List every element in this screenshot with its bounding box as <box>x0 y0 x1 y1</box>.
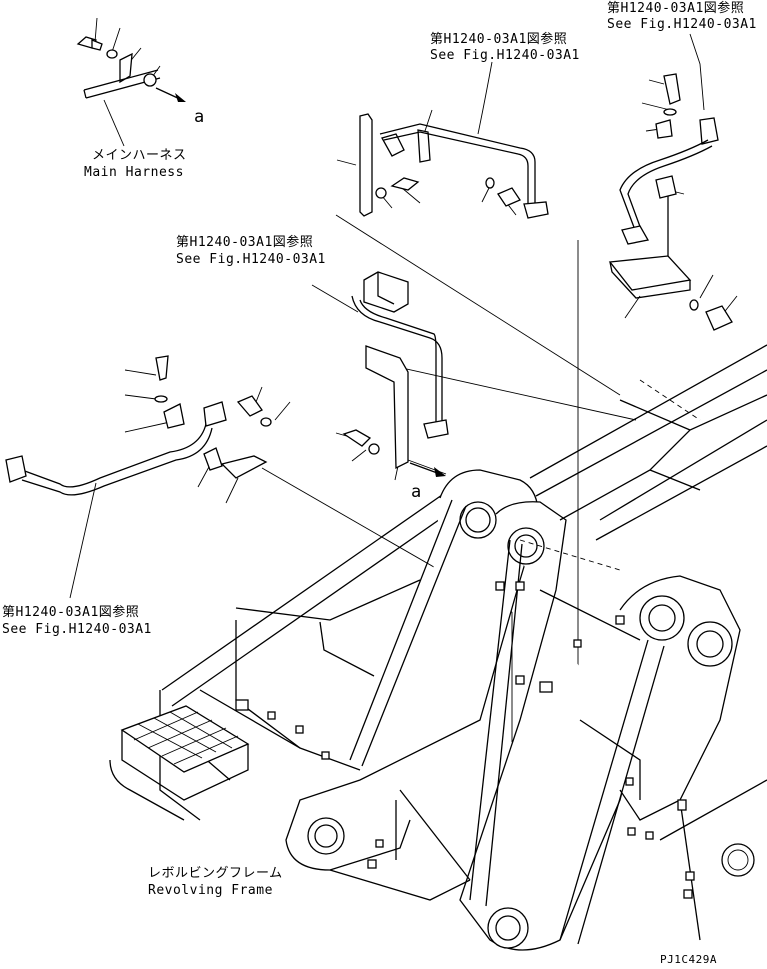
harness-label-jp: メインハーネス <box>92 148 187 163</box>
marker-a-mid: a <box>411 482 422 502</box>
frame-label-jp: レボルビングフレーム <box>148 866 283 881</box>
ref-left-jp: 第H1240-03A1図参照 <box>2 604 139 620</box>
left-bracket <box>5 355 272 496</box>
marker-a-top: a <box>194 107 205 127</box>
ref-top-right-jp: 第H1240-03A1図参照 <box>607 0 744 16</box>
ref-top-center-jp: 第H1240-03A1図参照 <box>430 31 567 47</box>
top-center-bracket <box>359 113 549 219</box>
ref-top-center-en: See Fig.H1240-03A1 <box>430 48 580 63</box>
top-right-bracket <box>608 73 733 331</box>
arrow-a-top <box>155 87 186 102</box>
ref-top-right-en: See Fig.H1240-03A1 <box>607 17 757 32</box>
ref-middle-jp: 第H1240-03A1図参照 <box>176 234 313 250</box>
harness-label-en: Main Harness <box>84 165 184 180</box>
arrow-a-mid <box>409 462 446 477</box>
middle-bracket <box>342 271 449 470</box>
ref-left-en: See Fig.H1240-03A1 <box>2 622 152 637</box>
harness-bracket-cluster <box>76 36 161 99</box>
revolving-frame <box>109 344 767 951</box>
frame-label-en: Revolving Frame <box>148 883 273 898</box>
leader-lines <box>69 17 738 599</box>
ref-middle-en: See Fig.H1240-03A1 <box>176 252 326 267</box>
drawing-code: PJ1C429A <box>660 953 717 966</box>
